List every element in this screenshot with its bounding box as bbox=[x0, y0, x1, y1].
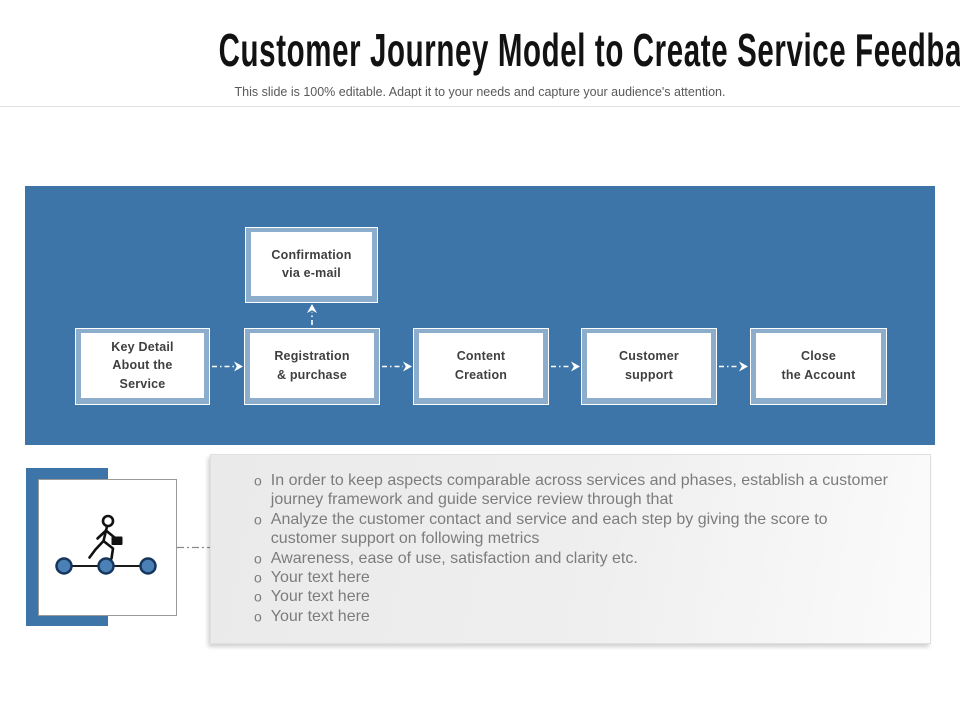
bullet-text: Your text here bbox=[270, 607, 370, 625]
list-item: o In order to keep aspects comparable ac… bbox=[254, 471, 890, 510]
timeline-nodes bbox=[55, 557, 157, 575]
flow-box-label: Key Detail About the Service bbox=[111, 340, 174, 391]
flow-box-content-creation: Content Creation bbox=[413, 328, 549, 405]
flow-box-inner: Close the Account bbox=[756, 333, 881, 398]
flow-box-label: Registration & purchase bbox=[274, 349, 350, 382]
list-item: o Your text here bbox=[254, 607, 890, 626]
flow-box-inner: Customer support bbox=[587, 333, 711, 398]
bullet-marker: o bbox=[254, 569, 262, 586]
flow-arrows bbox=[212, 304, 748, 372]
flow-box-label: Customer support bbox=[619, 349, 679, 382]
dashdot-connector bbox=[177, 546, 210, 549]
flow-box-registration: Registration & purchase bbox=[244, 328, 380, 405]
flow-box-key-detail: Key Detail About the Service bbox=[75, 328, 210, 405]
flow-box-label: Content Creation bbox=[454, 349, 508, 382]
list-item: o Awareness, ease of use, satisfaction a… bbox=[254, 549, 890, 568]
bullet-marker: o bbox=[254, 608, 262, 625]
flow-box-inner: Key Detail About the Service bbox=[81, 333, 204, 398]
flowchart-band: Confirmation via e-mail Key Detail About… bbox=[25, 186, 935, 445]
flow-box-inner: Confirmation via e-mail bbox=[251, 232, 372, 296]
walking-person-icon bbox=[88, 514, 116, 560]
notes-panel: o In order to keep aspects comparable ac… bbox=[210, 454, 931, 644]
bullet-text: In order to keep aspects comparable acro… bbox=[270, 472, 888, 509]
flow-box-confirmation-via-email: Confirmation via e-mail bbox=[245, 227, 378, 303]
flow-box-customer-support: Customer support bbox=[581, 328, 717, 405]
bullet-text: Your text here bbox=[270, 588, 370, 606]
notes-bullet-list: o In order to keep aspects comparable ac… bbox=[211, 455, 930, 626]
bullet-marker: o bbox=[254, 511, 262, 528]
flow-box-label: Confirmation via e-mail bbox=[271, 247, 352, 280]
flow-box-inner: Registration & purchase bbox=[250, 333, 374, 398]
list-item: o Your text here bbox=[254, 568, 890, 587]
bullet-text: Analyze the customer contact and service… bbox=[270, 510, 828, 548]
icon-box bbox=[38, 479, 177, 616]
bullet-marker: o bbox=[254, 588, 262, 605]
page-subtitle: This slide is 100% editable. Adapt it to… bbox=[234, 85, 726, 99]
walking-person-timeline-icon bbox=[55, 514, 157, 575]
page-title: Customer Journey Model to Create Service… bbox=[218, 24, 960, 76]
bullet-text: Awareness, ease of use, satisfaction and… bbox=[270, 549, 638, 567]
flow-box-label: Close the Account bbox=[781, 349, 856, 382]
bullet-text: Your text here bbox=[270, 569, 370, 587]
flow-box-close-account: Close the Account bbox=[750, 328, 887, 405]
bullet-marker: o bbox=[254, 550, 262, 567]
briefcase-icon bbox=[111, 536, 123, 545]
list-item: o Analyze the customer contact and servi… bbox=[254, 510, 890, 549]
bullet-marker: o bbox=[254, 472, 262, 489]
flow-box-inner: Content Creation bbox=[419, 333, 543, 398]
title-wrap: Customer Journey Model to Create Service… bbox=[0, 24, 960, 76]
list-item: o Your text here bbox=[254, 587, 890, 606]
header-divider bbox=[0, 106, 960, 107]
